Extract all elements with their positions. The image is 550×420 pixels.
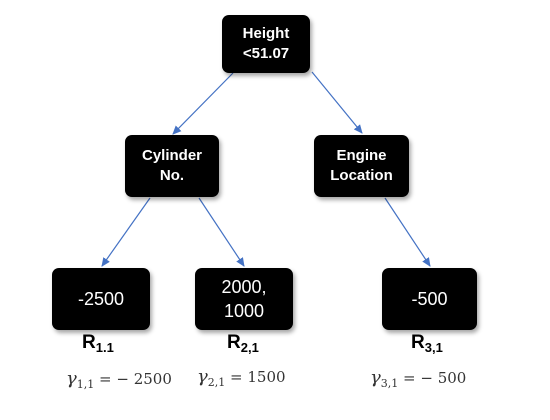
gamma-formula-1: γ1,1 = − 2500 — [66, 368, 172, 391]
edge-cylinder-to-leaf1 — [101, 197, 151, 267]
root-node-line-1: Height — [242, 25, 290, 42]
region-2-subscript: 2,1 — [240, 340, 259, 355]
leaf-node-2: 2000, 1000 — [195, 268, 293, 330]
root-node-line-2: <51.07 — [242, 45, 290, 62]
gamma-1-value: = − 2500 — [99, 370, 172, 388]
region-label-2: R2,1 — [227, 332, 259, 355]
region-1-subscript: 1.1 — [95, 340, 114, 355]
leaf-node-3: -500 — [382, 268, 477, 330]
leaf-node-1: -2500 — [52, 268, 150, 330]
engine-node-line-2: Location — [330, 167, 393, 184]
node-cylinder-no: Cylinder No. — [125, 135, 219, 197]
region-1-letter: R — [82, 332, 96, 353]
gamma-1-symbol: γ — [66, 368, 77, 389]
cylinder-node-line-2: No. — [159, 167, 185, 184]
region-3-letter: R — [411, 332, 425, 353]
engine-node-line-1: Engine — [336, 147, 387, 164]
region-3-subscript: 3,1 — [424, 340, 443, 355]
leaf-2-value-line-1: 2000, — [221, 277, 267, 297]
edge-engine-to-leaf3 — [384, 197, 431, 267]
region-label-3: R3,1 — [411, 332, 443, 355]
gamma-formula-3: γ3,1 = − 500 — [370, 367, 466, 390]
gamma-3-subscript: 3,1 — [380, 377, 399, 390]
node-engine-location: Engine Location — [314, 135, 409, 197]
gamma-formula-2: γ2,1 = 1500 — [197, 366, 286, 389]
leaf-3-value: -500 — [411, 289, 448, 309]
cylinder-node-line-1: Cylinder — [141, 147, 202, 164]
edge-cylinder-to-leaf2 — [198, 197, 245, 267]
edge-root-to-cylinder — [172, 72, 234, 135]
edge-root-to-engine — [311, 71, 363, 134]
region-label-1: R1.1 — [82, 332, 114, 355]
leaf-2-value-line-2: 1000 — [223, 301, 265, 321]
gamma-3-symbol: γ — [370, 367, 381, 388]
gamma-2-value: = 1500 — [230, 368, 286, 386]
gamma-2-subscript: 2,1 — [207, 376, 226, 389]
region-2-letter: R — [227, 332, 241, 353]
root-node-height: Height <51.07 — [222, 15, 310, 73]
gamma-3-value: = − 500 — [403, 369, 467, 387]
gamma-1-subscript: 1,1 — [76, 378, 95, 391]
leaf-1-value: -2500 — [77, 289, 125, 309]
gamma-2-symbol: γ — [197, 366, 208, 387]
